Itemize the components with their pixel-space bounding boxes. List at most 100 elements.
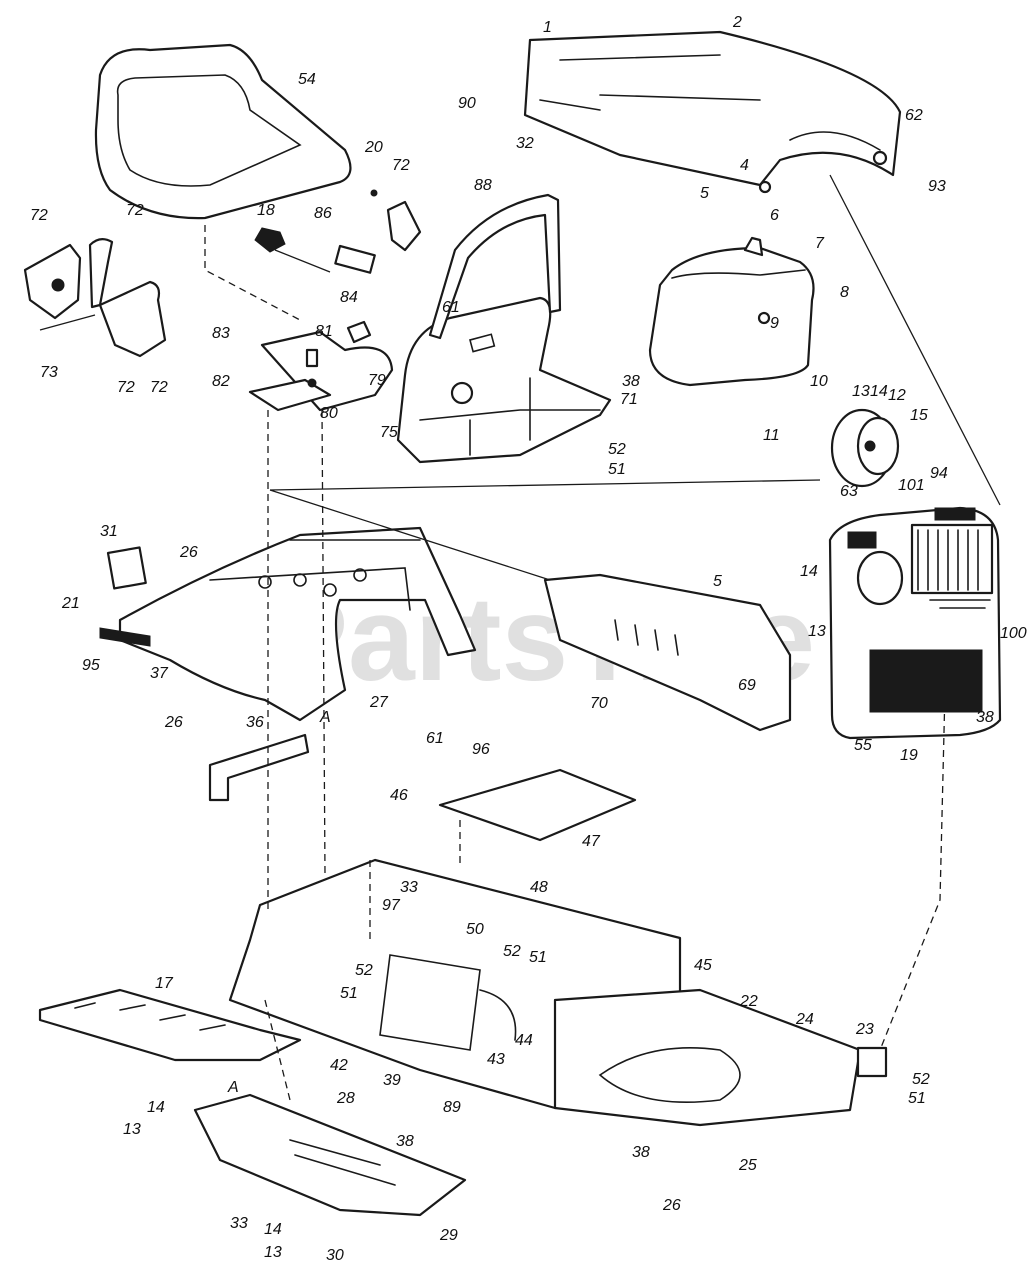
callout-26: 26 <box>662 1197 681 1214</box>
callout-22: 22 <box>739 993 758 1010</box>
callout-31: 31 <box>100 523 118 540</box>
footrest[interactable] <box>38 988 302 1062</box>
callout-100: 100 <box>1000 625 1027 642</box>
callout-4: 4 <box>740 157 749 174</box>
callout-81: 81 <box>315 323 333 340</box>
callout-72: 72 <box>150 379 168 396</box>
headlight[interactable] <box>830 408 900 488</box>
callout-101: 101 <box>898 477 925 494</box>
side-panel[interactable] <box>543 573 792 732</box>
rear-fender[interactable] <box>118 526 477 722</box>
callout-69: 69 <box>738 677 756 694</box>
steering-support-bar[interactable] <box>428 193 562 340</box>
callout-9: 9 <box>770 315 779 332</box>
callout-50: 50 <box>466 921 484 938</box>
callout-94: 94 <box>930 465 948 482</box>
main-frame[interactable] <box>228 858 888 1127</box>
callout-15: 15 <box>910 407 928 424</box>
left-control-bracket[interactable] <box>23 238 167 358</box>
fuel-tank[interactable] <box>648 236 815 387</box>
callout-72: 72 <box>117 379 135 396</box>
callout-51: 51 <box>340 985 358 1002</box>
callout-72: 72 <box>392 157 410 174</box>
callout-72: 72 <box>30 207 48 224</box>
callout-12: 12 <box>888 387 906 404</box>
callout-63: 63 <box>840 483 858 500</box>
callout-32: 32 <box>516 135 534 152</box>
floor-plate[interactable] <box>438 768 637 842</box>
callout-13: 13 <box>808 623 826 640</box>
callout-11: 11 <box>763 427 780 444</box>
callout-52: 52 <box>355 962 373 979</box>
callout-24: 24 <box>795 1011 814 1028</box>
hood[interactable] <box>523 30 902 194</box>
callout-52: 52 <box>503 943 521 960</box>
callout-18: 18 <box>257 202 275 219</box>
callout-38: 38 <box>396 1133 414 1150</box>
switch-31[interactable] <box>106 546 147 590</box>
ignition-switch[interactable] <box>334 244 376 274</box>
callout-37: 37 <box>150 665 169 682</box>
front-grille-nose[interactable] <box>828 506 1002 740</box>
connection-lines <box>204 174 1001 1101</box>
callout-54: 54 <box>298 71 316 88</box>
callout-39: 39 <box>383 1072 401 1089</box>
seat[interactable] <box>94 43 352 220</box>
callout-33: 33 <box>230 1215 248 1232</box>
callout-17: 17 <box>155 975 174 992</box>
callout-5: 5 <box>713 573 722 590</box>
bracket-36[interactable] <box>208 733 310 802</box>
callout-A: A <box>227 1079 239 1096</box>
callout-51: 51 <box>529 949 547 966</box>
callout-13: 13 <box>264 1244 282 1261</box>
callout-44: 44 <box>515 1032 533 1049</box>
callout-14: 14 <box>800 563 818 580</box>
callout-79: 79 <box>368 372 386 389</box>
callout-55: 55 <box>854 737 872 754</box>
callout-80: 80 <box>320 405 338 422</box>
callout-1: 1 <box>543 19 552 36</box>
callout-27: 27 <box>369 694 389 711</box>
callout-84: 84 <box>340 289 358 306</box>
callout-96: 96 <box>472 741 490 758</box>
callout-29: 29 <box>439 1227 458 1244</box>
callout-61: 61 <box>426 730 444 747</box>
callout-45: 45 <box>694 957 712 974</box>
callout-19: 19 <box>900 747 918 764</box>
callout-83: 83 <box>212 325 230 342</box>
throttle-lever[interactable] <box>386 200 422 252</box>
callout-90: 90 <box>458 95 476 112</box>
running-board[interactable] <box>193 1093 467 1217</box>
callout-14: 14 <box>264 1221 282 1238</box>
callout-70: 70 <box>590 695 608 712</box>
callout-43: 43 <box>487 1051 505 1068</box>
callout-23: 23 <box>855 1021 874 1038</box>
callout-26: 26 <box>179 544 198 561</box>
callout-95: 95 <box>82 657 100 674</box>
callout-labels: 1 2 54 90 32 62 93 20 72 88 4 5 6 72 72 … <box>30 14 1027 1264</box>
callout-7: 7 <box>815 235 825 252</box>
callout-36: 36 <box>246 714 264 731</box>
callout-21: 21 <box>61 595 80 612</box>
callout-97: 97 <box>382 897 401 914</box>
callout-89: 89 <box>443 1099 461 1116</box>
callout-62: 62 <box>905 107 923 124</box>
callout-42: 42 <box>330 1057 348 1074</box>
callout-52: 52 <box>608 441 626 458</box>
callout-38: 38 <box>622 373 640 390</box>
callout-A: A <box>319 709 331 726</box>
callout-28: 28 <box>336 1090 355 1107</box>
mounting-plate[interactable] <box>248 330 394 412</box>
callout-51: 51 <box>908 1090 926 1107</box>
callout-30: 30 <box>326 1247 344 1264</box>
callout-52: 52 <box>912 1071 930 1088</box>
callout-86: 86 <box>314 205 332 222</box>
throttle-cable-knob <box>254 227 286 253</box>
callout-14: 14 <box>870 383 888 400</box>
key-part-84 <box>346 320 372 344</box>
dash-panel[interactable] <box>396 296 612 464</box>
callout-72: 72 <box>126 202 144 219</box>
callout-2: 2 <box>732 14 742 31</box>
